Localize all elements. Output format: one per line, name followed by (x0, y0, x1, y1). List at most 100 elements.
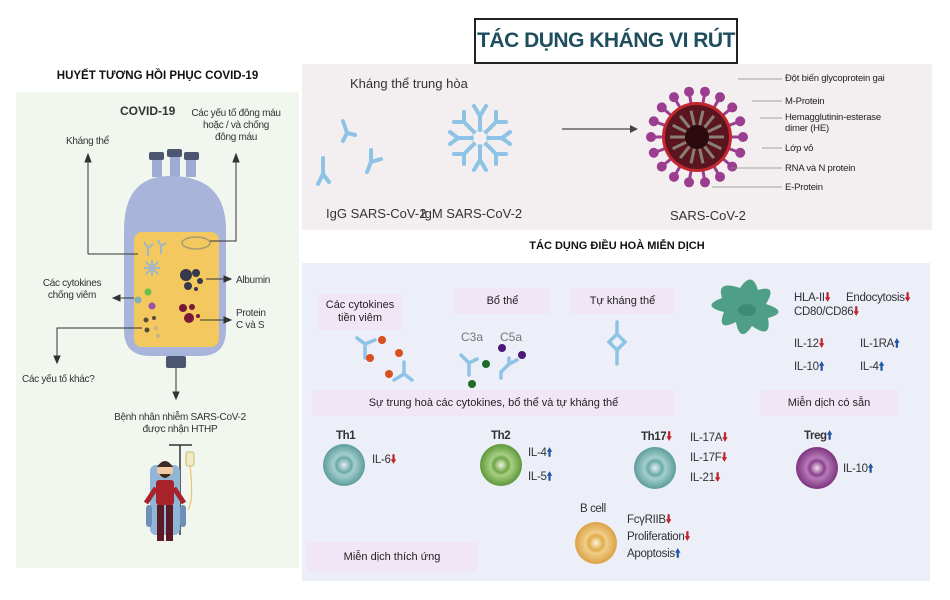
igg-label: IgG SARS-CoV-2 (326, 206, 427, 221)
dc-marker-text: IL-4 (860, 361, 879, 373)
albumin-dots-icon (180, 269, 203, 291)
spike-head (656, 161, 667, 172)
virus-part-envelope: Lớp vỏ (785, 143, 814, 154)
antiviral-title-box: TÁC DỤNG KHÁNG VI RÚT (474, 18, 738, 64)
proinflammatory-line1: Các cytokines (325, 299, 395, 311)
b-cell-marker-apoptosis: Apoptosis🠙 (627, 546, 690, 563)
th17-cell-icon (634, 447, 676, 489)
th1-marker-il6: IL-6🠛 (372, 452, 396, 469)
spike-head (727, 102, 738, 113)
autoantibody-icon (606, 320, 628, 366)
protein-label-line2: C và S (236, 320, 265, 331)
plasma-bag-illustration (53, 149, 240, 541)
arrow-down-icon: 🠛 (722, 432, 728, 444)
dendritic-cell-icon (711, 279, 779, 335)
spike-head (738, 132, 748, 142)
innate-immunity-box: Miễn dịch có sẵn (760, 390, 898, 416)
patient-label: Bệnh nhân nhiễm SARS-CoV-2 được nhận HTH… (100, 412, 260, 436)
spike-head (735, 116, 746, 127)
cytokines-label-line1: Các cytokines (42, 278, 102, 289)
rna-strand (678, 145, 691, 160)
protein-label-line1: Protein (236, 308, 266, 319)
igm-antibody-icon (448, 104, 512, 172)
spike-head (715, 171, 725, 182)
bag-port (166, 356, 186, 368)
other-factors-dots-icon (143, 316, 160, 338)
arrow-up-icon: 🠙 (826, 430, 833, 442)
anti-inflammatory-cytokines-label: Các cytokines chống viêm (38, 278, 106, 302)
autoantibody-box: Tự kháng thể (570, 288, 675, 314)
arrow-down-icon: 🠛 (853, 306, 859, 318)
th2-marker-il4: IL-4🠙 (528, 445, 552, 462)
virus-label-leader-lines (712, 78, 782, 188)
proinflammatory-cytokines-box: Các cytokines tiền viêm (318, 294, 402, 330)
dc-marker-il4: IL-4🠙 (860, 359, 884, 376)
spike-head (648, 116, 659, 127)
patient-label-line1: Bệnh nhân nhiễm SARS-CoV-2 (114, 412, 246, 423)
b-cell-label: B cell (580, 503, 606, 515)
coagulation-label-line1: Các yếu tố đông máu (191, 108, 281, 119)
arrow-up-icon: 🠙 (546, 471, 553, 483)
spike-head (684, 86, 695, 97)
spike-head (656, 102, 667, 113)
marker-text: IL-17F (690, 452, 722, 464)
spike-head (646, 132, 656, 142)
dc-marker-cd80: CD80/CD86🠛 (794, 304, 859, 321)
antibodies-label: Kháng thể (66, 136, 109, 147)
coagulation-label-line2: hoặc / và chống (202, 120, 270, 131)
bag-caps-icon (149, 149, 199, 177)
arrow-down-icon: 🠛 (390, 454, 397, 466)
th17-name: Th17 (641, 431, 667, 443)
coagulation-label: Các yếu tố đông máu hoặc / và chống đông… (190, 108, 282, 144)
coagulation-label-line3: đông máu (214, 132, 258, 143)
sars-cov-2-virus-icon (646, 86, 748, 188)
marker-text: IL-21 (690, 472, 715, 484)
marker-text: Apoptosis (627, 548, 675, 560)
antiviral-title: TÁC DỤNG KHÁNG VI RÚT (477, 29, 735, 52)
th1-label: Th1 (336, 430, 356, 442)
left-title-bar (16, 62, 299, 92)
convalescent-plasma-title: HUYẾT TƯƠNG HỒI PHỤC COVID-19 (56, 70, 259, 82)
igg-antibody-icon (316, 156, 331, 186)
cytokine-dots-icon (134, 288, 156, 310)
neutralizing-antibodies-label: Kháng thể trung hòa (350, 76, 468, 91)
th2-label: Th2 (491, 430, 511, 442)
marker-text: IL-17A (690, 432, 723, 444)
th2-marker-il5: IL-5🠙 (528, 469, 552, 486)
cytokine-dots-icon (366, 336, 403, 378)
arrow-down-icon: 🠛 (684, 531, 690, 543)
cytokine-antibody-icon (392, 360, 414, 382)
complement-box: Bổ thể (455, 288, 550, 314)
other-factors-label: Các yếu tố khác? (22, 374, 95, 385)
virus-part-spike: Đột biến glycoprotein gai (785, 73, 885, 84)
rna-strand (672, 140, 687, 151)
spike-head (669, 171, 679, 182)
treg-name: Treg (804, 430, 827, 442)
dc-marker-text: IL-10 (794, 361, 819, 373)
sars-cov-2-label: SARS-CoV-2 (670, 208, 746, 223)
igm-label: IgM SARS-CoV-2 (421, 206, 523, 221)
protein-cs-dots-icon (179, 304, 200, 323)
dc-marker-text: CD80/CD86 (794, 306, 854, 318)
virus-part-m-protein: M-Protein (785, 96, 825, 107)
th17-label: Th17🠛 (641, 429, 672, 448)
th17-marker-il17f: IL-17F🠛 (690, 450, 728, 467)
marker-text: IL-4 (528, 447, 547, 459)
spike-head (648, 147, 659, 158)
patient-receiving-plasma-icon (143, 444, 195, 541)
b-cell-markers: FcγRIIB🠛 Proliferation🠛 Apoptosis🠙 (627, 512, 690, 563)
flow-arrows (53, 152, 240, 401)
spike-head (715, 92, 725, 103)
arrow-up-icon: 🠙 (878, 361, 885, 373)
adaptive-immunity-box: Miễn dịch thích ứng (307, 542, 477, 572)
coagulation-factor-icon (181, 236, 211, 250)
arrow-down-icon: 🠛 (721, 452, 727, 464)
spike-head (699, 177, 710, 188)
th17-markers: IL-17A🠛 IL-17F🠛 IL-21🠛 (690, 430, 728, 487)
arrow-down-icon: 🠛 (714, 472, 721, 484)
spike-head (684, 177, 695, 188)
dc-marker-endocytosis: Endocytosis🠛 (846, 290, 911, 307)
arrow-up-icon: 🠙 (818, 361, 825, 373)
marker-text: IL-5 (528, 471, 547, 483)
